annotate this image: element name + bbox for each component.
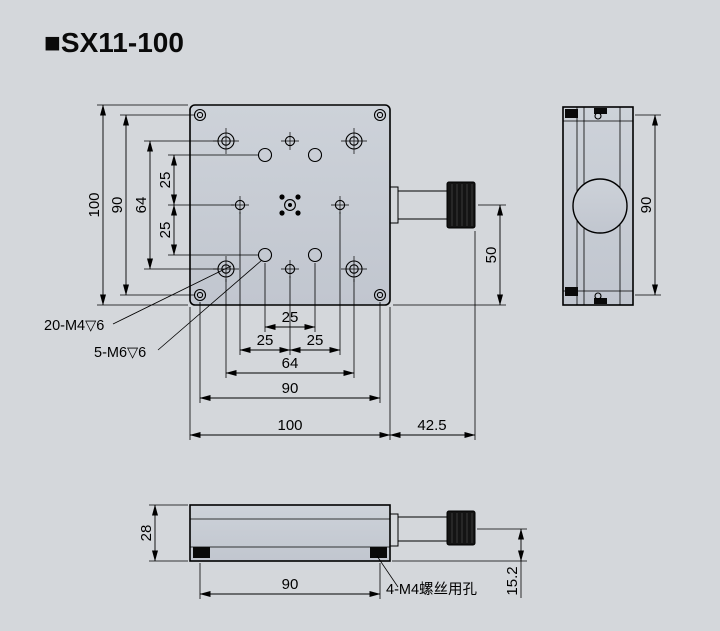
section-mark — [594, 298, 607, 304]
dim-25-bottom-right: 25 — [289, 212, 341, 355]
dim-label: 90 — [282, 576, 299, 593]
knob-body-icon — [446, 181, 476, 229]
dim-label: 42.5 — [417, 417, 446, 434]
dim-64-bottom: 64 — [225, 279, 355, 378]
dim-90-bottom: 90 — [199, 302, 381, 403]
dim-25-left-upper: 25 — [157, 154, 258, 206]
callout-5-m6: 5-M6▽6 — [94, 259, 263, 361]
dim-90-side: 90 — [635, 114, 661, 296]
dim-label: 25 — [157, 172, 174, 189]
dim-label: 100 — [277, 417, 302, 434]
callout-label: 4-M4螺丝用孔 — [386, 581, 478, 598]
side-view: 90 — [562, 106, 661, 306]
dim-15-2-right: 15.2 — [392, 528, 527, 598]
dim-90-front: 90 — [199, 563, 381, 599]
callout-label: 20-M4▽6 — [44, 318, 104, 334]
dim-42-5-bottom: 42.5 — [389, 231, 476, 440]
corner-screw — [193, 108, 387, 302]
dim-90-left: 90 — [109, 114, 194, 296]
page-title: ■SX11-100 — [44, 27, 184, 58]
dim-label: 50 — [483, 247, 500, 264]
dim-label: 90 — [638, 197, 655, 214]
dim-label: 90 — [282, 380, 299, 397]
knob-end-circle — [572, 178, 628, 234]
dim-64-left: 64 — [133, 140, 218, 270]
center-hole-cluster — [279, 194, 301, 216]
m6-holes — [257, 147, 323, 263]
m4-counterbore-holes — [213, 128, 367, 282]
dim-label: 28 — [138, 525, 155, 542]
dim-25-bottom-left: 25 — [239, 212, 291, 355]
dim-label: 100 — [86, 192, 103, 217]
dim-50-right: 50 — [393, 204, 506, 306]
knob-body-icon — [446, 510, 476, 546]
section-mark — [565, 109, 578, 118]
callout-4-m4: 4-M4螺丝用孔 — [376, 555, 478, 598]
dim-label: 25 — [257, 332, 274, 349]
m4-tapped-holes — [231, 132, 349, 278]
stage-front-body — [189, 504, 391, 562]
dim-label: 25 — [157, 222, 174, 239]
base-foot — [193, 547, 210, 558]
front-view: 28 90 15.2 4-M4螺丝用孔 — [138, 504, 527, 599]
dim-label: 64 — [282, 355, 299, 372]
section-mark — [565, 287, 578, 296]
callout-20-m4: 20-M4▽6 — [44, 265, 232, 334]
dim-25-left-lower: 25 — [157, 204, 258, 256]
dim-100-bottom: 100 — [189, 307, 391, 440]
dim-28-left: 28 — [138, 504, 188, 562]
dim-label: 90 — [109, 197, 126, 214]
base-foot — [370, 547, 387, 558]
top-view: 100 90 64 25 25 — [44, 104, 506, 440]
dim-label: 64 — [133, 197, 150, 214]
section-mark — [594, 108, 607, 114]
micrometer-knob-front — [389, 510, 476, 547]
micrometer-knob-top — [389, 181, 476, 229]
dim-100-left: 100 — [86, 104, 188, 306]
callout-label: 5-M6▽6 — [94, 345, 146, 361]
dim-label: 15.2 — [504, 566, 521, 595]
dim-label: 25 — [307, 332, 324, 349]
